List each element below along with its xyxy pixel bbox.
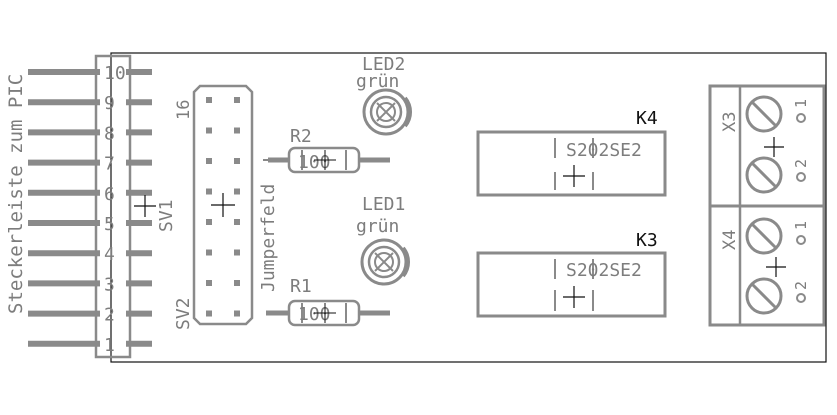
jumper-pad xyxy=(206,97,212,103)
header-sv1: 10 9 8 7 6 5 4 3 2 1 Steckerleiste zum PIC SV1 xyxy=(5,54,177,359)
terminal-x4: X4 1 2 xyxy=(720,217,810,315)
jumper-origin-cross xyxy=(211,193,235,217)
header-pin-number: 7 xyxy=(104,154,115,175)
jumper-pad xyxy=(234,249,240,256)
header-pin-number: 1 xyxy=(104,335,115,356)
jumper-field-sv2: 16 Jumperfeld SV2 xyxy=(173,84,279,330)
terminal-blocks: X3 1 2 X4 1 2 xyxy=(708,84,826,327)
board-outline xyxy=(110,52,827,363)
relay-k4: K4 S202SE2 xyxy=(476,108,667,197)
jumper-pad xyxy=(234,127,240,134)
terminal-x4-name: X4 xyxy=(720,230,740,250)
jumper-pad xyxy=(206,280,212,286)
jumper-pad xyxy=(234,188,240,195)
resistor-r2-value: 100 xyxy=(298,152,331,173)
jumper-pad xyxy=(206,158,212,164)
header-pin-number: 3 xyxy=(104,274,115,295)
terminal-x4-pin1: 1 xyxy=(792,221,810,230)
relay-k3-name: K3 xyxy=(636,230,658,251)
resistor-r1-value: 100 xyxy=(298,304,331,325)
jumper-pad xyxy=(234,97,240,103)
terminal-x3: X3 1 2 xyxy=(720,95,810,194)
terminal-x3-pin2: 2 xyxy=(792,159,810,168)
relay-k4-name: K4 xyxy=(636,108,658,129)
terminal-x4-pin2: 2 xyxy=(792,281,810,290)
jumper-field-label: Jumperfeld xyxy=(258,184,279,292)
relay-k3-value: S202SE2 xyxy=(566,260,642,281)
header-caption: Steckerleiste zum PIC xyxy=(5,74,27,314)
led1-value: grün xyxy=(356,216,399,237)
header-pin-numbers: 10 9 8 7 6 5 4 3 2 1 xyxy=(104,63,126,356)
header-pin-number: 2 xyxy=(104,305,115,326)
jumper-pad xyxy=(234,158,240,164)
header-name: SV1 xyxy=(156,199,177,232)
header-pin-number: 5 xyxy=(104,214,115,235)
header-leads xyxy=(28,69,152,347)
header-pin-number: 6 xyxy=(104,184,115,205)
jumper-pad xyxy=(206,219,212,225)
header-pin-number: 10 xyxy=(104,63,126,84)
jumper-pad xyxy=(234,280,240,286)
jumper-pad xyxy=(206,188,212,195)
led1: LED1 grün xyxy=(356,194,411,286)
resistor-r1: R1 100 xyxy=(266,276,390,327)
jumper-pads xyxy=(206,97,240,317)
jumper-pin-label: 16 xyxy=(174,100,194,120)
header-pin-number: 9 xyxy=(104,93,115,114)
led2-name: LED2 xyxy=(362,54,405,75)
led2: LED2 grün xyxy=(356,54,413,136)
relay-k3-body xyxy=(476,251,667,318)
jumper-pad xyxy=(234,219,240,225)
led1-name: LED1 xyxy=(362,194,405,215)
jumper-pad xyxy=(206,249,212,256)
relay-k4-value: S202SE2 xyxy=(566,140,642,161)
terminal-x3-name: X3 xyxy=(720,112,740,132)
jumper-field-outline xyxy=(192,84,254,326)
led2-value: grün xyxy=(356,71,399,92)
header-pin-number: 8 xyxy=(104,123,115,144)
header-body xyxy=(94,54,132,359)
relay-k4-body xyxy=(476,130,667,197)
resistor-r2-name: R2 xyxy=(290,126,312,147)
relay-k3: K3 S202SE2 xyxy=(476,230,667,318)
header-pin-number: 4 xyxy=(104,244,115,265)
resistor-r2: R2 100 xyxy=(263,126,390,174)
jumper-pad xyxy=(206,310,212,317)
jumper-field-name: SV2 xyxy=(173,297,194,330)
resistor-r1-name: R1 xyxy=(290,276,312,297)
header-origin-cross xyxy=(134,195,156,217)
jumper-pad xyxy=(234,310,240,317)
terminal-x3-pin1: 1 xyxy=(792,99,810,108)
jumper-pad xyxy=(206,127,212,134)
